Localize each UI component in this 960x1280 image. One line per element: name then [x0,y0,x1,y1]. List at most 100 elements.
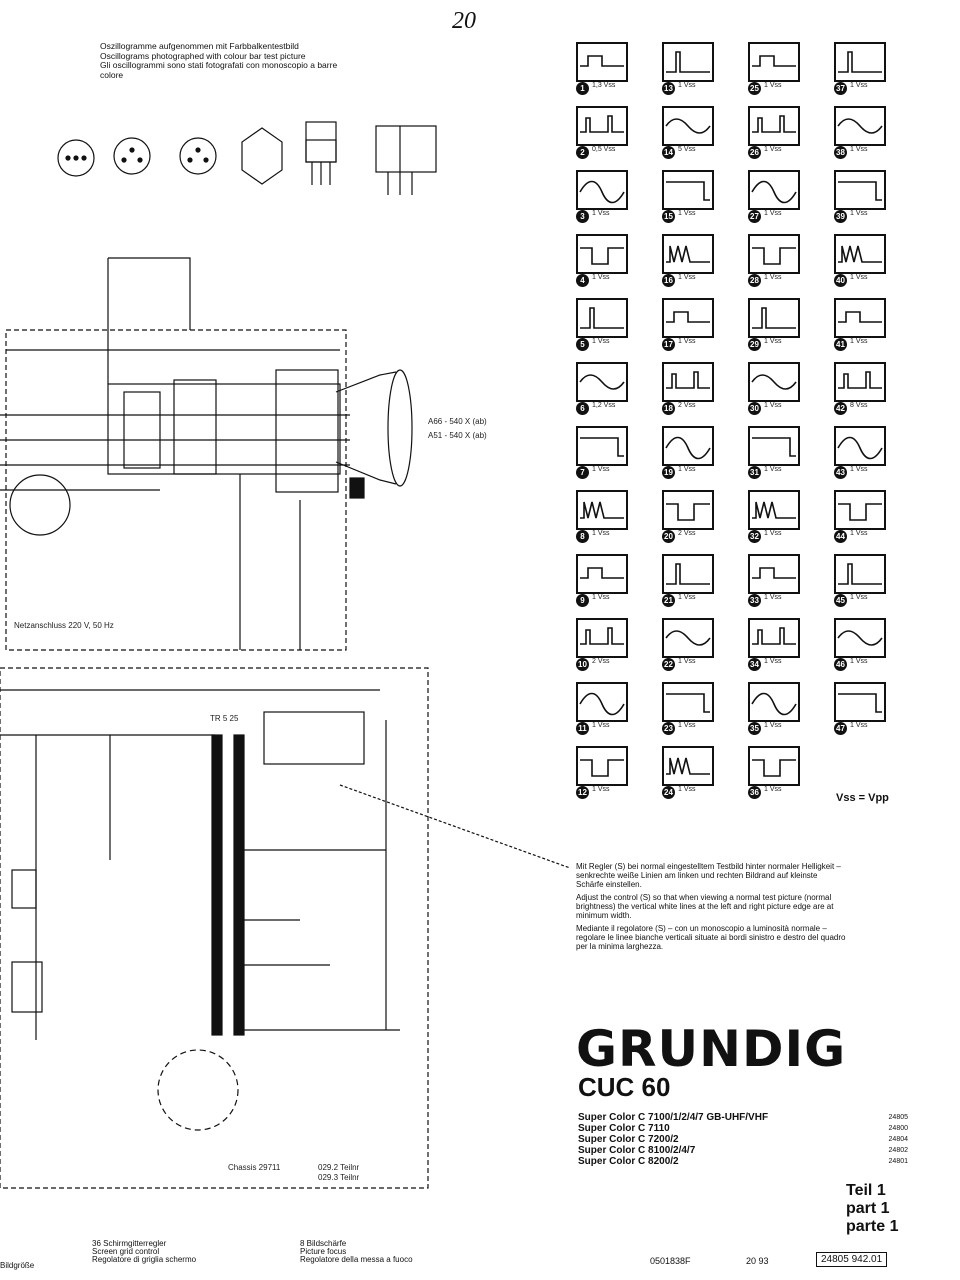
oscillogram-number: 36 [748,786,761,799]
part-labels: Teil 1 part 1 parte 1 [846,1182,898,1236]
oscillogram-number: 2 [576,146,589,159]
oscillogram-number: 37 [834,82,847,95]
legend-screen-grid: 36 Schirmgitterregler Screen grid contro… [92,1239,197,1264]
oscillogram-trace [662,42,714,82]
oscillogram-number: 21 [662,594,675,607]
footer-date: 20 93 [746,1256,769,1266]
oscillogram-trace [576,170,628,210]
footer-part-number: 24805 942.01 [816,1252,888,1267]
oscillogram-amplitude: 1 Vss [678,338,696,345]
oscillogram-trace [576,746,628,786]
transformer-label: TR 5 25 [210,714,239,723]
oscillogram-trace [748,362,800,402]
oscillogram-number: 41 [834,338,847,351]
oscillogram-number: 20 [662,530,675,543]
crt-label-2: A51 - 540 X (ab) [428,431,487,440]
oscillogram-amplitude: 1 Vss [678,274,696,281]
oscillogram-amplitude: 1,2 Vss [592,402,616,409]
oscillogram-amplitude: 1 Vss [764,466,782,473]
oscillogram-trace [834,554,886,594]
oscillogram-trace [748,234,800,274]
page-number: 20 [452,8,476,34]
oscillogram-number: 29 [748,338,761,351]
oscillogram-number: 43 [834,466,847,479]
oscillogram-amplitude: 1 Vss [850,338,868,345]
oscillogram-amplitude: 1 Vss [592,594,610,601]
oscillogram-number: 8 [576,530,589,543]
oscillogram-amplitude: 1 Vss [678,82,696,89]
oscillogram-trace [834,618,886,658]
oscillogram-trace [576,298,628,338]
oscillogram-amplitude: 1 Vss [592,786,610,793]
oscillogram-number: 26 [748,146,761,159]
oscillogram-number: 33 [748,594,761,607]
oscillogram-number: 39 [834,210,847,223]
chassis-code-2: 029.3 Teilnr [318,1173,360,1182]
oscillogram-amplitude: 1 Vss [678,658,696,665]
oscillogram-trace [834,490,886,530]
oscillogram-number: 23 [662,722,675,735]
oscillogram-trace [748,618,800,658]
adjust-note-de: Mit Regler (S) bei normal eingestelltem … [576,862,841,889]
crt-tube [335,369,413,487]
oscillogram-number: 13 [662,82,675,95]
caption-en: Oscillograms photographed with colour ba… [100,50,306,61]
oscillogram-number: 42 [834,402,847,415]
oscillogram-number: 17 [662,338,675,351]
footer-code: 0501838F [650,1256,691,1266]
oscillogram-trace [662,554,714,594]
oscillogram-amplitude: 1 Vss [850,530,868,537]
oscillogram-amplitude: 1 Vss [678,786,696,793]
oscillogram-trace [834,170,886,210]
oscillogram-trace [576,426,628,466]
mains-note: Netzanschluss 220 V, 50 Hz [14,621,114,630]
oscillogram-number: 44 [834,530,847,543]
oscillogram-number: 47 [834,722,847,735]
oscillogram-amplitude: 8 Vss [850,402,868,409]
oscillogram-amplitude: 1 Vss [764,530,782,537]
oscillogram-amplitude: 1 Vss [850,274,868,281]
oscillogram-amplitude: 1 Vss [592,338,610,345]
oscillogram-trace [576,106,628,146]
oscillogram-trace [662,426,714,466]
oscillogram-caption: Oszillogramme aufgenommen mit Farbbalken… [100,41,350,80]
oscillogram-amplitude: 1 Vss [592,466,610,473]
oscillogram-amplitude: 1 Vss [850,722,868,729]
oscillogram-number: 11 [576,722,589,735]
oscillogram-amplitude: 1 Vss [764,338,782,345]
oscillogram-number: 30 [748,402,761,415]
adjustment-notes: Mit Regler (S) bei normal eingestelltem … [576,862,846,955]
oscillogram-number: 18 [662,402,675,415]
oscillogram-amplitude: 1 Vss [764,658,782,665]
oscillogram-trace [834,682,886,722]
oscillogram-number: 28 [748,274,761,287]
oscillogram-amplitude: 1 Vss [764,210,782,217]
brand-logo: GRUNDIG [576,1020,847,1078]
